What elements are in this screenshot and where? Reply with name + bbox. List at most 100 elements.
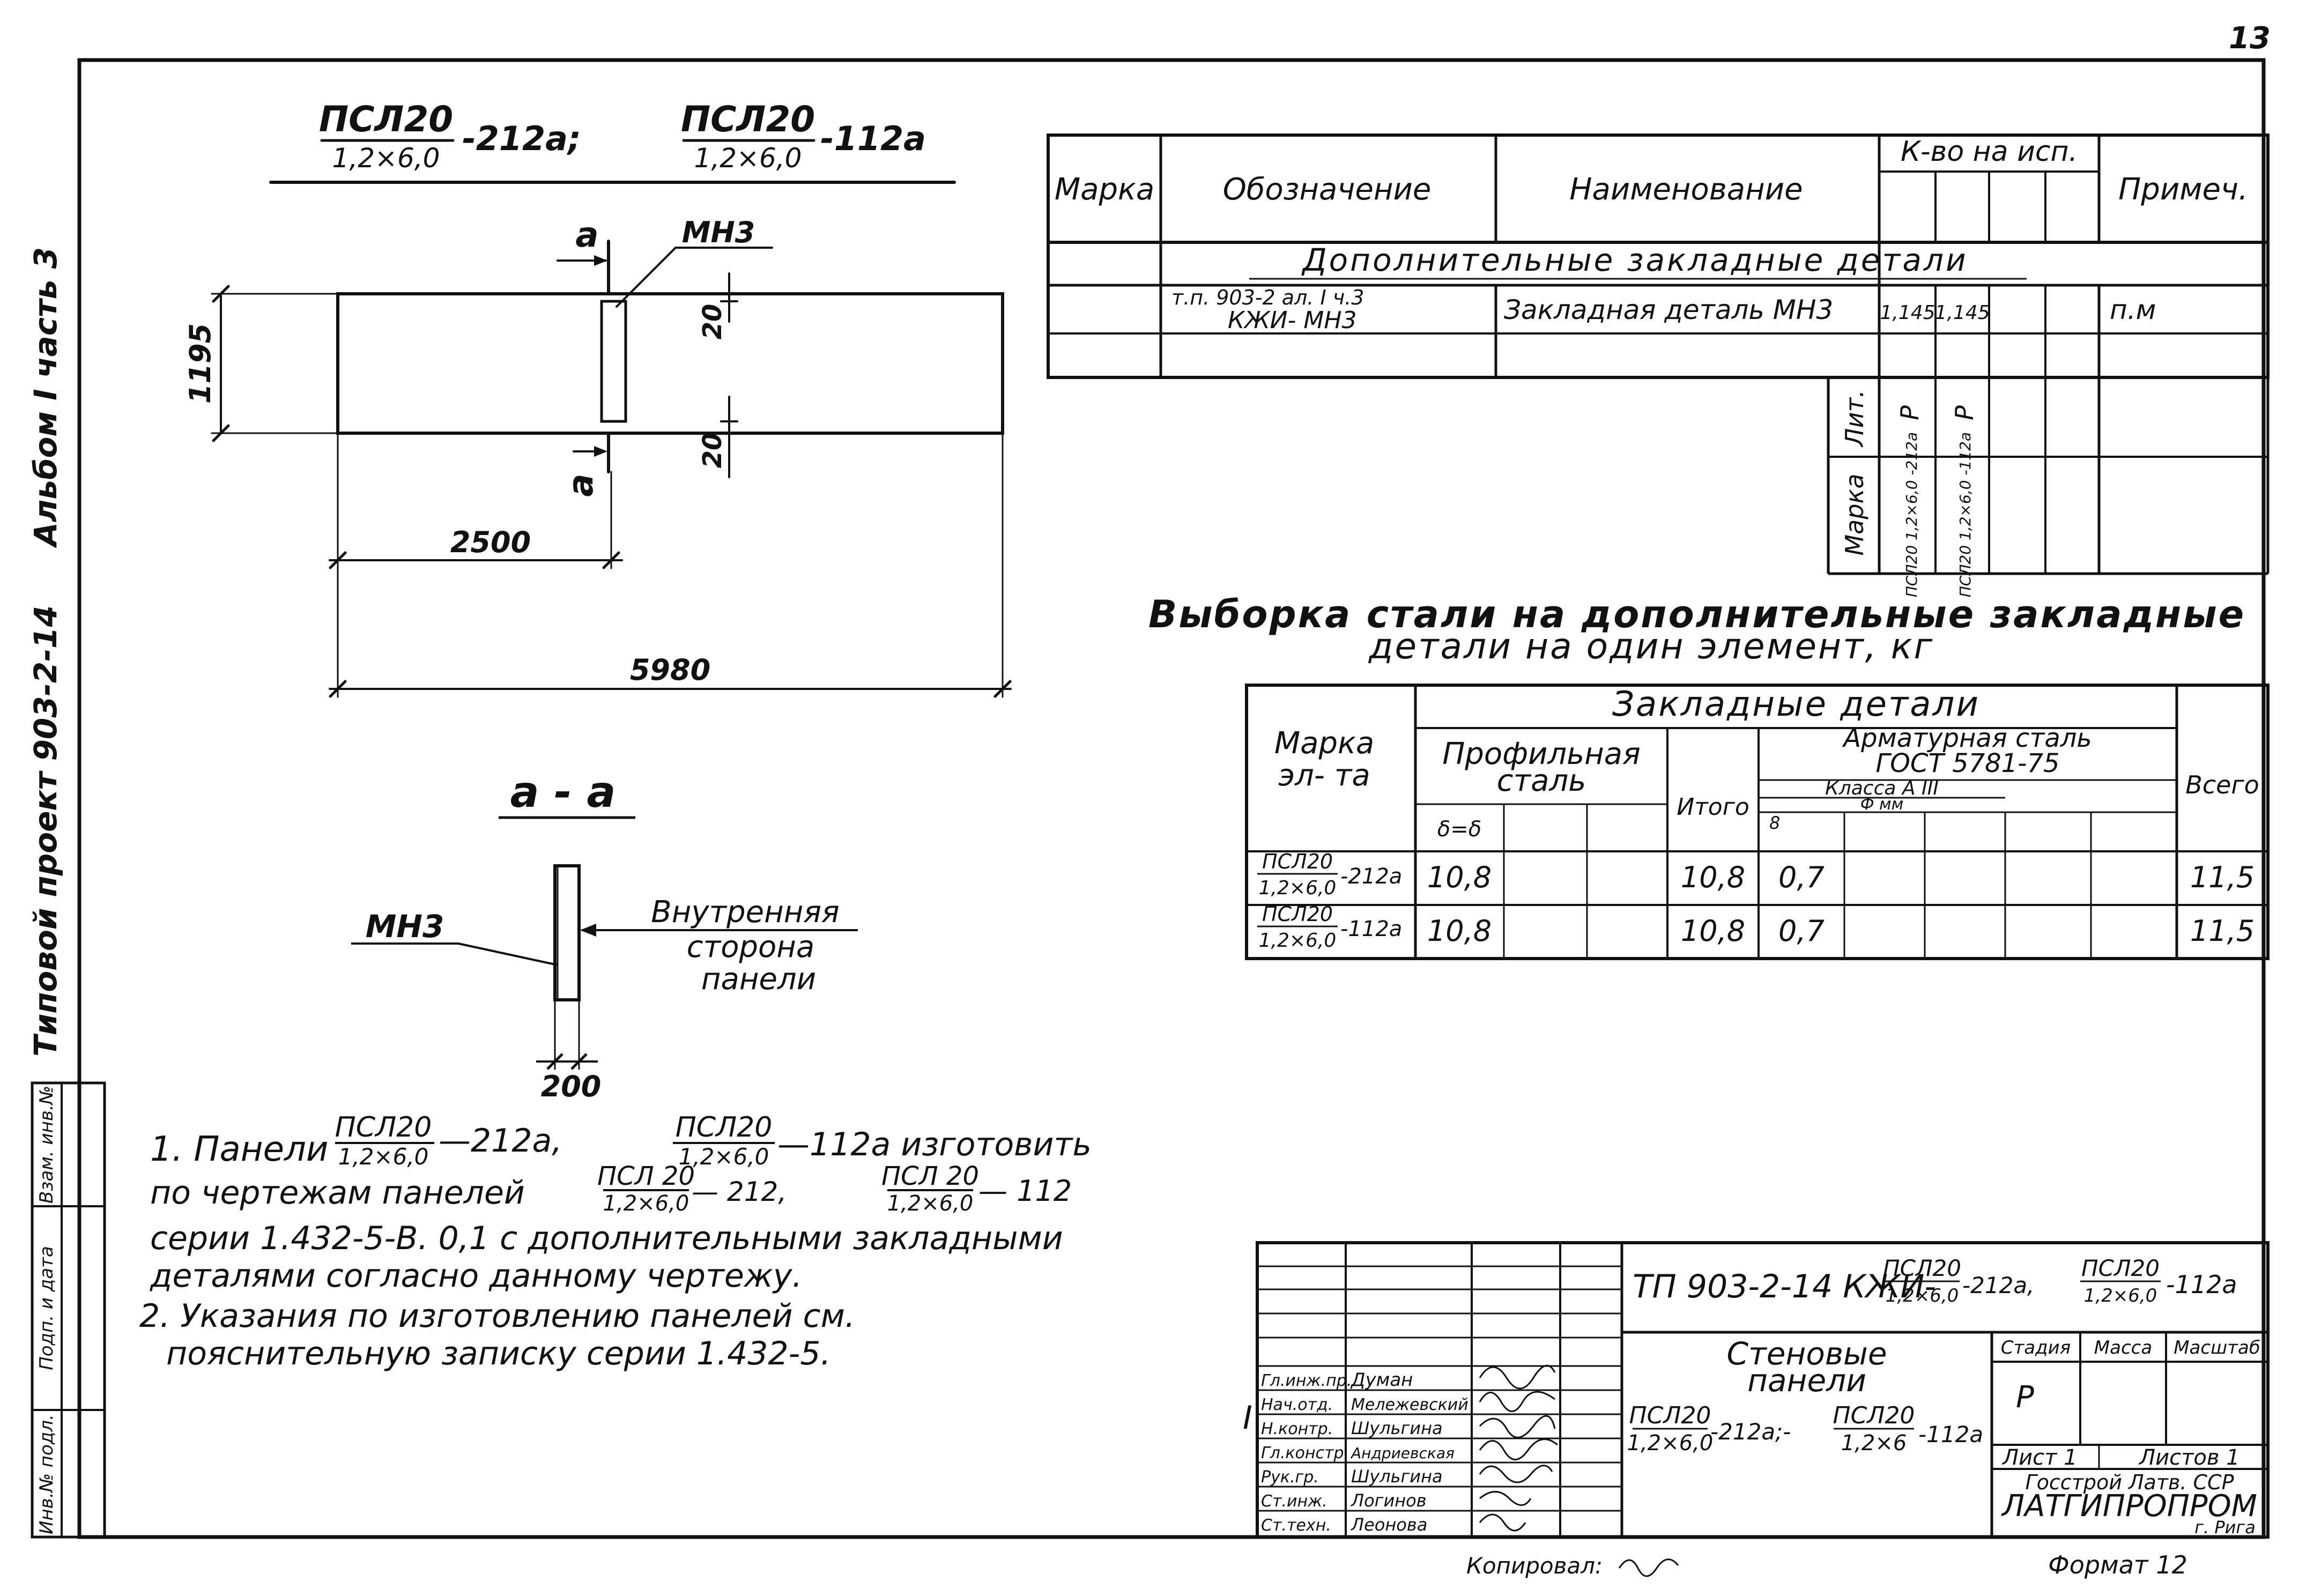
side-title-project: Типовой проект 903-2-14 bbox=[27, 605, 64, 1057]
svg-text:1,2×6,0: 1,2×6,0 bbox=[338, 1144, 429, 1170]
cut-label-a-bottom: а bbox=[561, 473, 601, 496]
stamp-inv-podl: Инв.№ подл. bbox=[36, 1414, 57, 1534]
tb-role-2: Нач.отд. Мележевский bbox=[1261, 1395, 1469, 1414]
th-oboznachenie: Обозначение bbox=[1223, 172, 1432, 207]
tb-role-3: Н.контр.Шульгина bbox=[1261, 1418, 1443, 1438]
tb-stadiya-value: Р bbox=[2016, 1380, 2034, 1415]
tb-left-mark: I bbox=[1243, 1399, 1252, 1437]
elevation-view: ПСЛ20 1,2×6,0 -212а; ПСЛ20 1,2×6,0 -112а… bbox=[183, 99, 1012, 698]
svg-text:1,2×6,0: 1,2×6,0 bbox=[1627, 1431, 1714, 1456]
embedded-detail-mn3 bbox=[600, 300, 627, 423]
stamp-vzam-inv: Взам. инв.№ bbox=[36, 1086, 57, 1204]
st-profilnaya-2: сталь bbox=[1497, 763, 1586, 798]
steel-title-line1: Выборка стали на дополнительные закладны… bbox=[1148, 592, 2245, 636]
st-profilnaya-1: Профильная bbox=[1442, 737, 1641, 771]
vb-mark2: ПСЛ20 1,2×6,0 -112а bbox=[1956, 432, 1974, 597]
steel-title-line2: детали на один элемент, кг bbox=[1368, 626, 1934, 667]
tb-code-prefix: ТП 903-2-14 КЖИ- bbox=[1633, 1268, 1936, 1305]
note1-line3: серии 1.432-5-В. 0,1 с дополнительными з… bbox=[150, 1220, 1063, 1257]
title-block: I Гл.инж.пр.Думан Нач.отд. Мележевский Н.… bbox=[1243, 1241, 2270, 1539]
st-marka-el-1: Марка bbox=[1274, 726, 1374, 761]
th-naimenovanie: Наименование bbox=[1569, 172, 1803, 207]
st-phi: Ф мм bbox=[1860, 795, 1904, 814]
svg-text:11,5: 11,5 bbox=[2190, 914, 2254, 948]
svg-text:-112а: -112а bbox=[1340, 917, 1402, 941]
st-vsego: Всего bbox=[2185, 770, 2259, 799]
footer-copied-signature bbox=[1618, 1558, 1679, 1577]
svg-text:ПСЛ20: ПСЛ20 bbox=[1262, 902, 1333, 926]
svg-text:-112а: -112а bbox=[1918, 1421, 1983, 1447]
vb-marka: Марка bbox=[1840, 473, 1869, 555]
tb-stadiya: Стадия bbox=[2001, 1337, 2071, 1359]
tb-listov: Листов 1 bbox=[2138, 1445, 2240, 1470]
dim-200: 200 bbox=[541, 1070, 602, 1103]
svg-text:1,2×6,0: 1,2×6,0 bbox=[694, 143, 802, 174]
svg-text:Леонова: Леонова bbox=[1351, 1515, 1427, 1535]
drawing-frame bbox=[77, 58, 2266, 1539]
svg-text:10,8: 10,8 bbox=[1681, 860, 1745, 894]
svg-text:—212а,: —212а, bbox=[439, 1122, 562, 1160]
svg-text:1,2×6,0: 1,2×6,0 bbox=[2084, 1285, 2157, 1307]
svg-text:11,5: 11,5 bbox=[2190, 860, 2254, 894]
signatures bbox=[1479, 1364, 1558, 1532]
svg-text:ПСЛ20: ПСЛ20 bbox=[1262, 850, 1333, 873]
svg-text:Думан: Думан bbox=[1350, 1369, 1413, 1391]
svg-text:Рук.гр.: Рук.гр. bbox=[1261, 1468, 1319, 1487]
st-armaturnaya-2: ГОСТ 5781-75 bbox=[1875, 748, 2059, 778]
tb-role-1: Гл.инж.пр.Думан bbox=[1261, 1369, 1413, 1391]
tb-role-4: Гл.констр.Андриевская bbox=[1261, 1444, 1455, 1463]
stamp-podp-data: Подп. и дата bbox=[36, 1246, 57, 1370]
spec-oboznachenie-1: т.п. 903-2 ал. I ч.3 bbox=[1171, 286, 1364, 309]
svg-text:Гл.инж.пр.: Гл.инж.пр. bbox=[1261, 1371, 1352, 1390]
vb-lit2: Р bbox=[1950, 405, 1979, 420]
note2-line1: 2. Указания по изготовлению панелей см. bbox=[139, 1297, 855, 1335]
st-klass: Класса А III bbox=[1825, 777, 1939, 799]
dim-1195: 1195 bbox=[183, 323, 217, 404]
svg-text:Логинов: Логинов bbox=[1351, 1490, 1427, 1511]
st-delta: δ=δ bbox=[1437, 817, 1481, 842]
side-stamp: Взам. инв.№ Подп. и дата Инв.№ подл. bbox=[31, 1081, 106, 1539]
svg-text:ПСЛ20: ПСЛ20 bbox=[319, 99, 453, 140]
note1-line2-prefix: по чертежам панелей bbox=[150, 1174, 525, 1212]
svg-text:ПСЛ20: ПСЛ20 bbox=[681, 99, 815, 140]
svg-text:Шульгина: Шульгина bbox=[1351, 1466, 1443, 1487]
dim-20-bottom: 20 bbox=[698, 433, 728, 469]
svg-text:ПСЛ 20: ПСЛ 20 bbox=[597, 1161, 695, 1191]
mn3-label: МН3 bbox=[682, 216, 755, 249]
svg-text:1,2×6,0: 1,2×6,0 bbox=[1259, 930, 1337, 952]
svg-text:10,8: 10,8 bbox=[1427, 860, 1492, 894]
spec-oboznachenie-2: КЖИ- МН3 bbox=[1228, 307, 1356, 334]
svg-text:1,2×6,0: 1,2×6,0 bbox=[332, 143, 440, 174]
svg-text:Мележевский: Мележевский bbox=[1351, 1395, 1469, 1414]
svg-text:ПСЛ 20: ПСЛ 20 bbox=[881, 1161, 979, 1191]
svg-text:1,2×6,0: 1,2×6,0 bbox=[887, 1191, 974, 1216]
dim-20-top: 20 bbox=[698, 304, 728, 340]
svg-text:-112а: -112а bbox=[820, 119, 926, 158]
steel-row-2: ПСЛ20 1,2×6,0 -112а 10,8 10,8 0,7 11,5 bbox=[1257, 902, 2254, 952]
tb-org1: Госстрой Латв. ССР bbox=[2025, 1471, 2234, 1494]
note1-line4: деталями согласно данному чертежу. bbox=[150, 1257, 802, 1295]
dim-2500: 2500 bbox=[450, 525, 531, 559]
tb-role-5: Рук.гр. Шульгина bbox=[1261, 1466, 1443, 1487]
svg-text:-212а;-: -212а;- bbox=[1710, 1419, 1791, 1445]
inner-side-line2: сторона bbox=[687, 930, 814, 964]
svg-text:Нач.отд.: Нач.отд. bbox=[1261, 1395, 1333, 1414]
heading-fraction-left: ПСЛ20 1,2×6,0 -212а; bbox=[319, 99, 581, 174]
svg-text:1,2×6,0: 1,2×6,0 bbox=[1886, 1285, 1959, 1307]
svg-text:Ст.техн.: Ст.техн. bbox=[1261, 1516, 1331, 1535]
svg-text:ПСЛ20: ПСЛ20 bbox=[1833, 1402, 1915, 1429]
vb-lit: Лит. bbox=[1840, 390, 1869, 448]
notes: 1. Панели ПСЛ20 1,2×6,0 —212а, ПСЛ20 1,2… bbox=[139, 1111, 1092, 1372]
panel-outline bbox=[336, 292, 1004, 435]
svg-text:ПСЛ20: ПСЛ20 bbox=[1883, 1255, 1961, 1281]
spec-naimenovanie: Закладная деталь МН3 bbox=[1504, 294, 1833, 325]
svg-text:-112а: -112а bbox=[2166, 1270, 2237, 1299]
tb-name-1: Стеновые bbox=[1726, 1335, 1887, 1372]
svg-text:1,2×6,0: 1,2×6,0 bbox=[679, 1144, 769, 1170]
vb-lit1: Р bbox=[1895, 405, 1924, 420]
side-title-album: Альбом I часть 3 bbox=[27, 247, 64, 548]
svg-text:1,2×6: 1,2×6 bbox=[1841, 1431, 1907, 1456]
svg-text:— 112: — 112 bbox=[978, 1174, 1072, 1208]
tb-role-6: Ст.инж.Логинов bbox=[1261, 1490, 1427, 1511]
